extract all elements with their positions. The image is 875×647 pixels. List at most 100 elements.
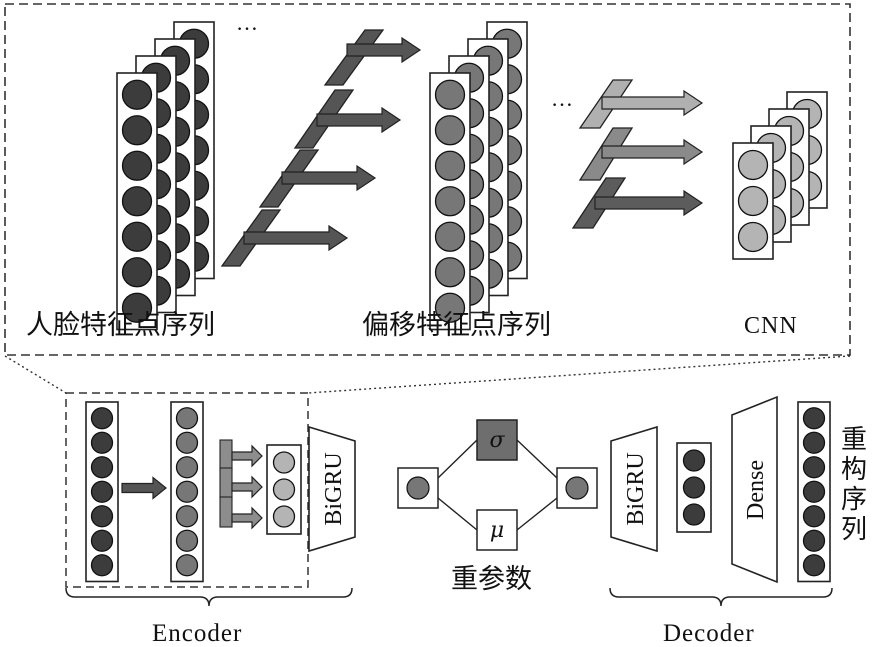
mu-symbol: μ bbox=[490, 518, 504, 543]
decoder-hidden-column-node bbox=[682, 449, 706, 472]
ellipsis-top-mid: … bbox=[551, 86, 574, 111]
input-sequence-column-node bbox=[121, 186, 153, 217]
input-sequence-column-node bbox=[121, 150, 153, 181]
top-left-slab bbox=[323, 29, 385, 86]
cnn-output-column-node bbox=[737, 149, 769, 181]
encoder-brace bbox=[65, 587, 353, 607]
decoder-output-column bbox=[797, 401, 831, 583]
encoder-cnn-column bbox=[266, 444, 302, 535]
offset-sequence-label: 偏移特征点序列 bbox=[362, 310, 551, 341]
top-left-arrow bbox=[346, 36, 422, 64]
dense-text: Dense bbox=[743, 460, 769, 520]
input-sequence-column-node bbox=[121, 115, 153, 146]
encoder-slab bbox=[219, 439, 233, 471]
ellipsis-top-left: … bbox=[236, 10, 259, 35]
encoder-input-column-node bbox=[90, 456, 114, 479]
top-left-arrow bbox=[281, 164, 377, 192]
decoder-hidden-column-node bbox=[682, 503, 706, 526]
top-right-arrow bbox=[601, 138, 704, 166]
encoder-label: Encoder bbox=[152, 620, 243, 647]
decoder-output-column-node bbox=[802, 554, 826, 577]
encoder-offset-column-node bbox=[175, 529, 199, 552]
offset-sequence-column-node bbox=[434, 257, 466, 288]
encoder-input-column-node bbox=[90, 554, 114, 577]
encoder-cnn-column-node bbox=[272, 478, 296, 501]
reparameterization-label: 重参数 bbox=[451, 564, 532, 595]
reparam-connector bbox=[516, 497, 558, 531]
input-sequence-column-node bbox=[121, 79, 153, 110]
encoder-input-column-node bbox=[90, 505, 114, 528]
reparam-connector bbox=[516, 439, 558, 479]
offset-sequence-column-node bbox=[434, 150, 466, 181]
top-panel-arrows bbox=[220, 29, 704, 267]
decoder-hidden-column bbox=[676, 442, 712, 533]
encoder-cnn-column-node bbox=[272, 451, 296, 474]
encoder-input-column-node bbox=[90, 431, 114, 454]
encoder-offset-column-node bbox=[175, 505, 199, 528]
reparam-connector bbox=[437, 439, 478, 479]
encoder-slab bbox=[219, 467, 233, 499]
encoder-input-column-node bbox=[90, 480, 114, 503]
input-sequence-column-node bbox=[121, 257, 153, 288]
zoom-line-right bbox=[307, 355, 851, 394]
top-left-arrow bbox=[243, 224, 349, 252]
top-right-arrow bbox=[594, 189, 704, 217]
cnn-label: CNN bbox=[744, 313, 798, 339]
decoder-output-column-node bbox=[802, 529, 826, 552]
top-panel-frame bbox=[4, 3, 851, 356]
encoder-bigru-block bbox=[308, 425, 356, 553]
offset-sequence-column-node bbox=[434, 79, 466, 110]
cnn-output-column-node bbox=[737, 185, 769, 217]
decoder-bigru-block bbox=[610, 425, 658, 553]
offset-sequence-column-node bbox=[434, 221, 466, 252]
encoder-arrow bbox=[121, 476, 167, 500]
zoom-line-left bbox=[4, 355, 67, 394]
encoder-small-arrow bbox=[231, 444, 263, 468]
top-left-arrow bbox=[316, 106, 402, 134]
offset-sequence-column-node bbox=[434, 186, 466, 217]
decoder-label: Decoder bbox=[663, 620, 755, 647]
encoder-offset-column-node bbox=[175, 480, 199, 503]
decoder-output-column-node bbox=[802, 480, 826, 503]
input-sequence-column-node bbox=[121, 221, 153, 252]
offset-sequence-column bbox=[429, 72, 471, 331]
encoder-bigru-text: BiGRU bbox=[321, 452, 347, 525]
encoder-offset-column bbox=[170, 401, 204, 583]
encoder-offset-column-node bbox=[175, 554, 199, 577]
input-sequence-column bbox=[116, 72, 158, 331]
reconstructed-sequence-label: 重构序列 bbox=[840, 425, 867, 545]
cnn-output-column-node bbox=[737, 221, 769, 253]
decoder-output-column-node bbox=[802, 407, 826, 430]
decoder-output-column-node bbox=[802, 456, 826, 479]
encoder-offset-column-node bbox=[175, 431, 199, 454]
input-sequence-column-node bbox=[121, 292, 153, 323]
encoder-slab bbox=[219, 496, 233, 528]
sigma-symbol: σ bbox=[489, 428, 505, 453]
reparam-connector bbox=[437, 497, 478, 531]
decoder-hidden-column-node bbox=[682, 476, 706, 499]
encoder-offset-column-node bbox=[175, 407, 199, 430]
encoder-zoom-frame bbox=[65, 392, 309, 588]
decoder-brace bbox=[609, 587, 833, 607]
dense-block bbox=[731, 395, 778, 584]
encoder-offset-column-node bbox=[175, 456, 199, 479]
latent-output-node bbox=[565, 476, 589, 500]
offset-sequence-column-node bbox=[434, 115, 466, 146]
bottom-architecture: BiGRU σ μ BiGRU Dense bbox=[65, 392, 833, 607]
cnn-output-column bbox=[732, 142, 774, 260]
top-right-arrow bbox=[601, 89, 704, 117]
encoder-cnn-column-node bbox=[272, 505, 296, 528]
encoder-small-arrow bbox=[231, 506, 263, 530]
encoder-input-column-node bbox=[90, 529, 114, 552]
encoder-input-column-node bbox=[90, 407, 114, 430]
offset-sequence-column-node bbox=[434, 292, 466, 323]
latent-input-node bbox=[406, 476, 430, 500]
input-sequence-label: 人脸特征点序列 bbox=[26, 310, 215, 341]
decoder-output-column-node bbox=[802, 505, 826, 528]
decoder-bigru-text: BiGRU bbox=[623, 452, 649, 525]
top-panel-feature-stacks bbox=[116, 21, 828, 331]
decoder-output-column-node bbox=[802, 431, 826, 454]
encoder-small-arrow bbox=[231, 475, 263, 499]
encoder-input-column bbox=[85, 401, 119, 583]
